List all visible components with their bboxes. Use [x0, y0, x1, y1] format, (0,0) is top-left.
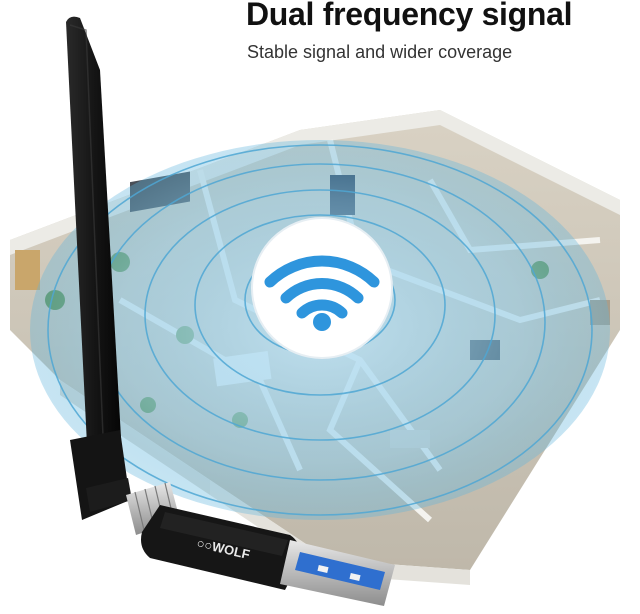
subheadline: Stable signal and wider coverage [247, 42, 513, 62]
usb-wifi-adapter: ○○WOLF [66, 16, 395, 606]
headline: Dual frequency signal [246, 0, 573, 32]
wifi-icon [251, 217, 393, 359]
